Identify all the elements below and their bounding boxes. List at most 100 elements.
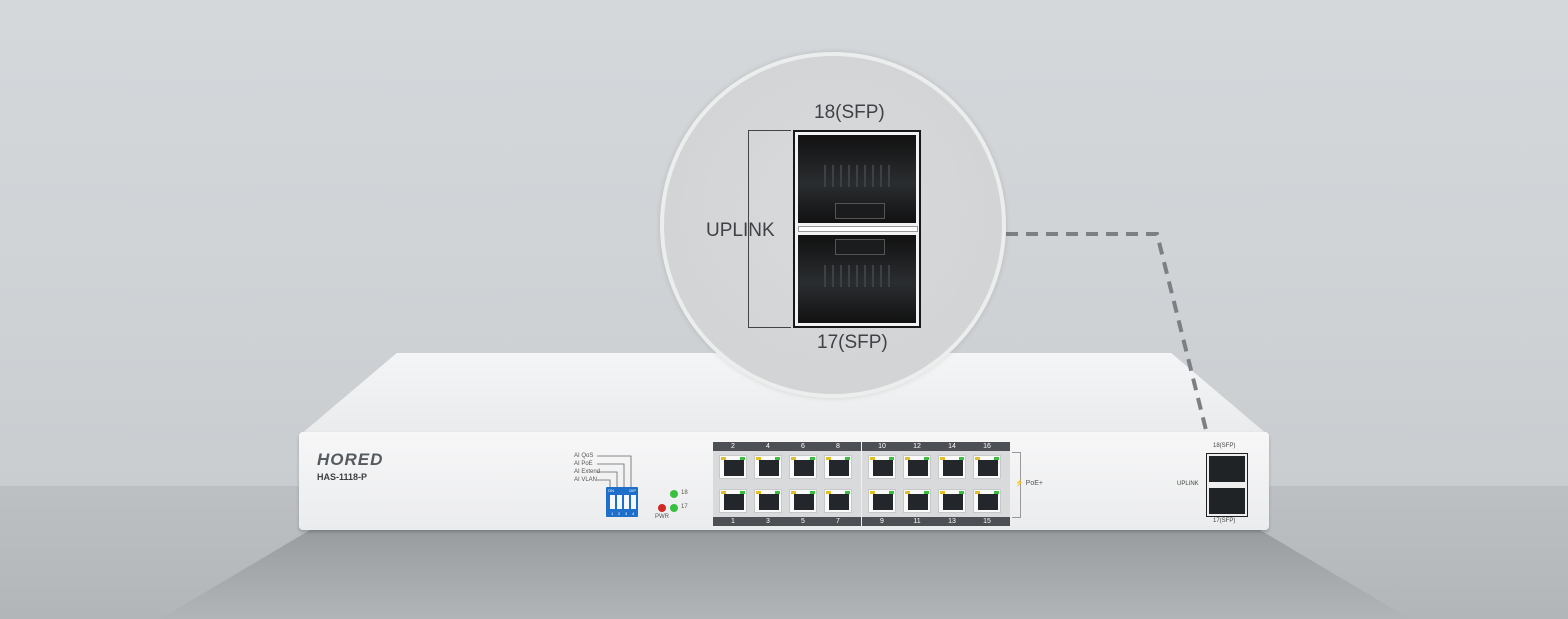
port-number-top: 6	[801, 443, 805, 450]
dip-toggle-3[interactable]	[624, 495, 629, 509]
port-number-bottom: 1	[731, 518, 735, 525]
port-number-bottom: 9	[880, 518, 884, 525]
led-pwr-label: PWR	[655, 514, 669, 520]
activity-led	[756, 491, 761, 494]
dip-switch[interactable]: ON DIP 1 2 3 4	[606, 487, 638, 517]
cage-latch	[835, 203, 885, 219]
link-led	[924, 457, 929, 460]
activity-led	[721, 491, 726, 494]
activity-led	[791, 491, 796, 494]
rj45-port[interactable]	[868, 455, 896, 479]
link-led	[959, 491, 964, 494]
port-number-bottom: 11	[913, 518, 921, 525]
dip-pos: 2	[618, 511, 621, 516]
port-jack	[978, 494, 998, 510]
port-number-top: 14	[948, 443, 956, 450]
rj45-port[interactable]	[868, 489, 896, 513]
led-18	[670, 490, 678, 498]
sfp-cage-small	[1206, 453, 1248, 517]
activity-led	[870, 457, 875, 460]
port-number-bottom: 5	[801, 518, 805, 525]
link-led	[959, 457, 964, 460]
port-number-top: 8	[836, 443, 840, 450]
port-jack	[908, 460, 928, 476]
activity-led	[940, 491, 945, 494]
zoom-sfp-port-18[interactable]	[798, 135, 916, 223]
dip-toggle-1[interactable]	[610, 495, 615, 509]
dip-toggle-2[interactable]	[617, 495, 622, 509]
ai-leader-lines	[597, 455, 632, 488]
sfp-18-label: 18(SFP)	[1213, 443, 1236, 449]
activity-led	[826, 491, 831, 494]
dip-on-label: ON	[608, 488, 614, 493]
switch-shadow	[160, 530, 1410, 619]
rj45-port[interactable]	[789, 489, 817, 513]
link-led	[924, 491, 929, 494]
port-number-top: 10	[878, 443, 886, 450]
rj45-port[interactable]	[938, 489, 966, 513]
poe-label: ⚡ PoE+	[1015, 480, 1043, 487]
port-jack	[978, 460, 998, 476]
rj45-port[interactable]	[903, 455, 931, 479]
port-jack	[908, 494, 928, 510]
port-jack	[943, 494, 963, 510]
ai-label: AI QoS	[574, 453, 594, 459]
rj45-port[interactable]	[789, 455, 817, 479]
link-led	[889, 491, 894, 494]
cage-latch	[835, 239, 885, 255]
dip-label: DIP	[629, 488, 636, 493]
port-number-top: 16	[983, 443, 991, 450]
zoom-sfp-port-17[interactable]	[798, 235, 916, 323]
activity-led	[905, 457, 910, 460]
activity-led	[975, 457, 980, 460]
link-led	[775, 491, 780, 494]
dip-toggle-4[interactable]	[631, 495, 636, 509]
rj45-port[interactable]	[824, 489, 852, 513]
port-jack	[794, 460, 814, 476]
activity-led	[940, 457, 945, 460]
ai-label: AI VLAN	[574, 477, 598, 483]
activity-led	[791, 457, 796, 460]
rj45-port[interactable]	[938, 455, 966, 479]
poe-text: PoE+	[1025, 480, 1043, 487]
activity-led	[905, 491, 910, 494]
rj45-port[interactable]	[719, 489, 747, 513]
rj45-port[interactable]	[824, 455, 852, 479]
link-led	[810, 457, 815, 460]
link-led	[845, 491, 850, 494]
zoom-sfp-18-label: 18(SFP)	[814, 102, 885, 123]
port-number-bar-top	[862, 442, 1010, 451]
port-number-bottom: 7	[836, 518, 840, 525]
dip-pos: 1	[611, 511, 614, 516]
rj45-port[interactable]	[754, 455, 782, 479]
rj45-port[interactable]	[719, 455, 747, 479]
zoom-uplink-label: UPLINK	[706, 220, 775, 241]
link-led	[775, 457, 780, 460]
cage-fins	[824, 265, 892, 287]
switch-front-panel: HORED HAS-1118-P AI QoS AI PoE AI Extend…	[299, 432, 1269, 530]
port-jack	[943, 460, 963, 476]
rj45-port[interactable]	[973, 489, 1001, 513]
activity-led	[756, 457, 761, 460]
poe-bracket	[1012, 452, 1021, 518]
port-number-bottom: 13	[948, 518, 956, 525]
link-led	[994, 457, 999, 460]
port-jack	[794, 494, 814, 510]
port-jack	[873, 460, 893, 476]
sfp-port-17[interactable]	[1209, 488, 1245, 514]
cage-fins	[824, 165, 892, 187]
sfp-port-18[interactable]	[1209, 456, 1245, 482]
port-jack	[724, 494, 744, 510]
link-led	[810, 491, 815, 494]
ai-label: AI PoE	[574, 461, 593, 467]
link-led	[740, 457, 745, 460]
magnifier-callout: 18(SFP) UPLINK 17(SFP)	[660, 52, 1006, 398]
sfp-uplink-label: UPLINK	[1177, 481, 1199, 487]
rj45-port[interactable]	[754, 489, 782, 513]
port-number-bottom: 3	[766, 518, 770, 525]
rj45-port[interactable]	[903, 489, 931, 513]
rj45-port[interactable]	[973, 455, 1001, 479]
